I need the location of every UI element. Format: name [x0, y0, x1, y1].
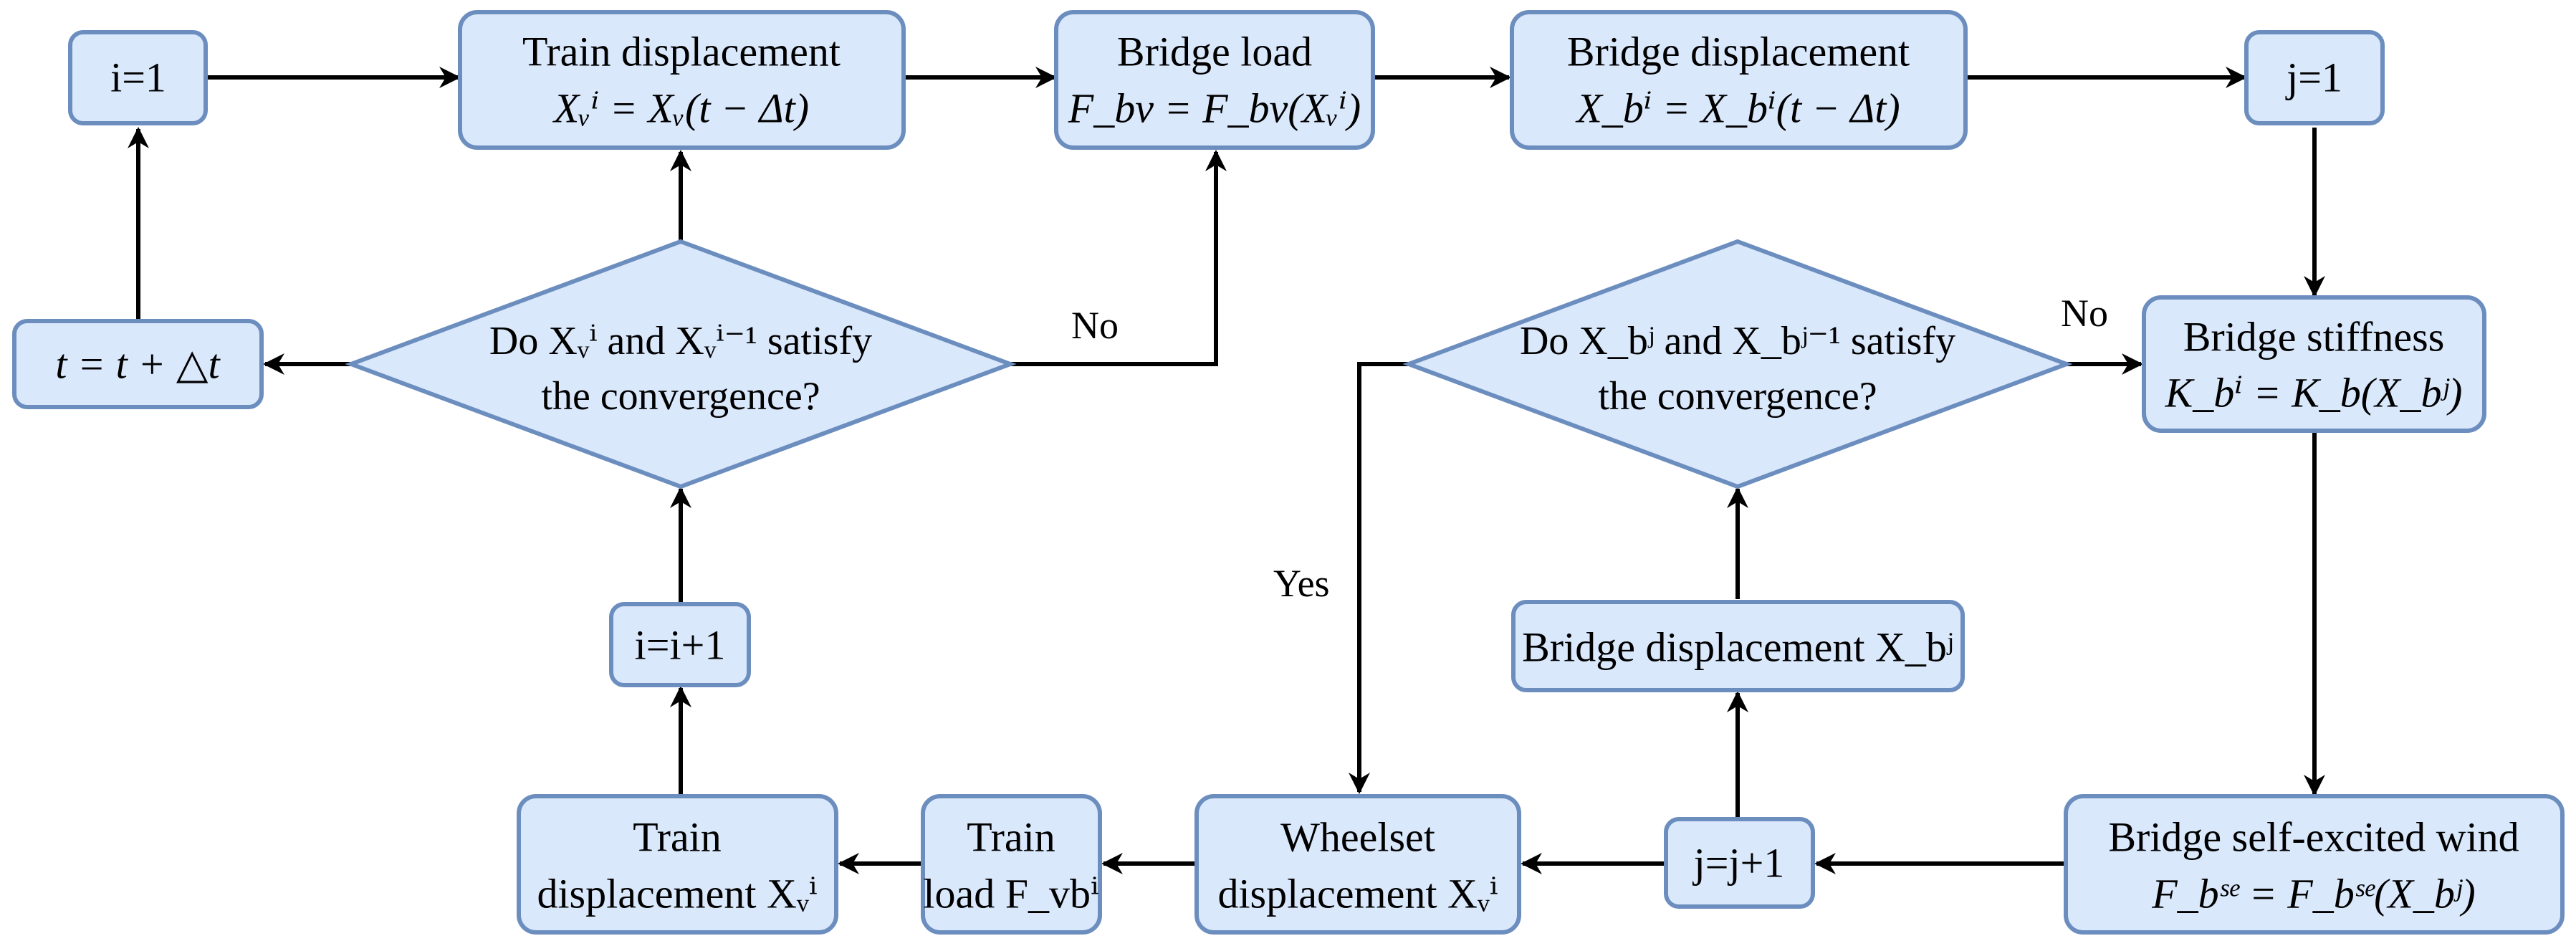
- node-condition-bridge: Do X_bʲ and X_bʲ⁻¹ satisfy the convergen…: [1402, 239, 2073, 489]
- edge-label-no-v: No: [1071, 304, 1119, 347]
- node-train-displacement-formula: Xᵥⁱ = Xᵥ(t − Δt): [552, 85, 809, 132]
- node-train-displacement: Train displacement Xᵥⁱ = Xᵥ(t − Δt): [458, 10, 906, 150]
- node-bridge-wind-formula: F_bˢᵉ = F_bˢᵉ(X_bʲ): [2151, 871, 2475, 917]
- node-train-load-line1: Train: [967, 814, 1055, 861]
- node-bridge-stiffness-formula: K_bⁱ = K_b(X_bʲ): [2165, 370, 2463, 416]
- edge-cond-v-no-to-bridge-load: [1010, 150, 1227, 366]
- node-wheelset-displacement-line2: displacement Xᵥⁱ: [1217, 871, 1498, 917]
- node-i-init: i=1: [68, 30, 208, 125]
- edges: [128, 67, 2325, 874]
- node-train-displacement-2: Train displacement Xᵥⁱ: [517, 794, 838, 935]
- node-j-increment-label: j=j+1: [1692, 840, 1785, 887]
- node-bridge-displacement-title: Bridge displacement: [1567, 29, 1910, 75]
- node-i-increment-label: i=i+1: [635, 622, 726, 669]
- edge-cond-b-yes-to-wheelset: [1349, 362, 1409, 794]
- node-train-load: Train load F_vbⁱ: [921, 794, 1102, 935]
- node-wheelset-displacement-line1: Wheelset: [1280, 814, 1435, 861]
- node-train-displacement-2-line2: displacement Xᵥⁱ: [537, 871, 817, 917]
- node-bridge-stiffness-title: Bridge stiffness: [2183, 314, 2445, 360]
- node-bridge-stiffness: Bridge stiffness K_bⁱ = K_b(X_bʲ): [2142, 295, 2486, 433]
- node-wheelset-displacement: Wheelset displacement Xᵥⁱ: [1194, 794, 1521, 935]
- node-i-init-label: i=1: [110, 54, 166, 101]
- node-condition-bridge-line1: Do X_bʲ and X_bʲ⁻¹ satisfy: [1520, 319, 1955, 363]
- node-bridge-displacement: Bridge displacement X_bⁱ = X_bⁱ(t − Δt): [1510, 10, 1968, 150]
- node-j-init-label: j=1: [2285, 54, 2342, 101]
- node-train-displacement-2-line1: Train: [633, 814, 722, 861]
- node-condition-train-line2: the convergence?: [541, 374, 820, 419]
- edge-label-yes-b: Yes: [1273, 562, 1330, 605]
- node-train-load-line2: load F_vbⁱ: [923, 871, 1098, 917]
- node-bridge-load-formula: F_bv = F_bv(Xᵥⁱ): [1068, 85, 1361, 132]
- node-condition-train-line1: Do Xᵥⁱ and Xᵥⁱ⁻¹ satisfy: [489, 319, 872, 363]
- node-bridge-wind: Bridge self-excited wind F_bˢᵉ = F_bˢᵉ(X…: [2064, 794, 2565, 935]
- node-bridge-displacement-j: Bridge displacement X_bʲ: [1511, 600, 1965, 692]
- node-condition-bridge-line2: the convergence?: [1598, 374, 1877, 419]
- node-bridge-load-title: Bridge load: [1117, 29, 1312, 75]
- node-time-step: t = t + △t: [12, 319, 264, 409]
- node-condition-train: Do Xᵥⁱ and Xᵥⁱ⁻¹ satisfy the convergence…: [345, 239, 1017, 489]
- node-bridge-displacement-formula: X_bⁱ = X_bⁱ(t − Δt): [1575, 85, 1900, 132]
- node-bridge-load: Bridge load F_bv = F_bv(Xᵥⁱ): [1054, 10, 1375, 150]
- node-i-increment: i=i+1: [609, 602, 751, 687]
- node-bridge-displacement-j-label: Bridge displacement X_bʲ: [1522, 624, 1953, 671]
- edge-label-no-b: No: [2061, 292, 2108, 335]
- node-train-displacement-title: Train displacement: [522, 29, 841, 75]
- node-bridge-wind-title: Bridge self-excited wind: [2108, 814, 2519, 861]
- node-j-init: j=1: [2244, 30, 2385, 125]
- node-time-step-label: t = t + △t: [55, 341, 221, 388]
- node-j-increment: j=j+1: [1664, 817, 1815, 909]
